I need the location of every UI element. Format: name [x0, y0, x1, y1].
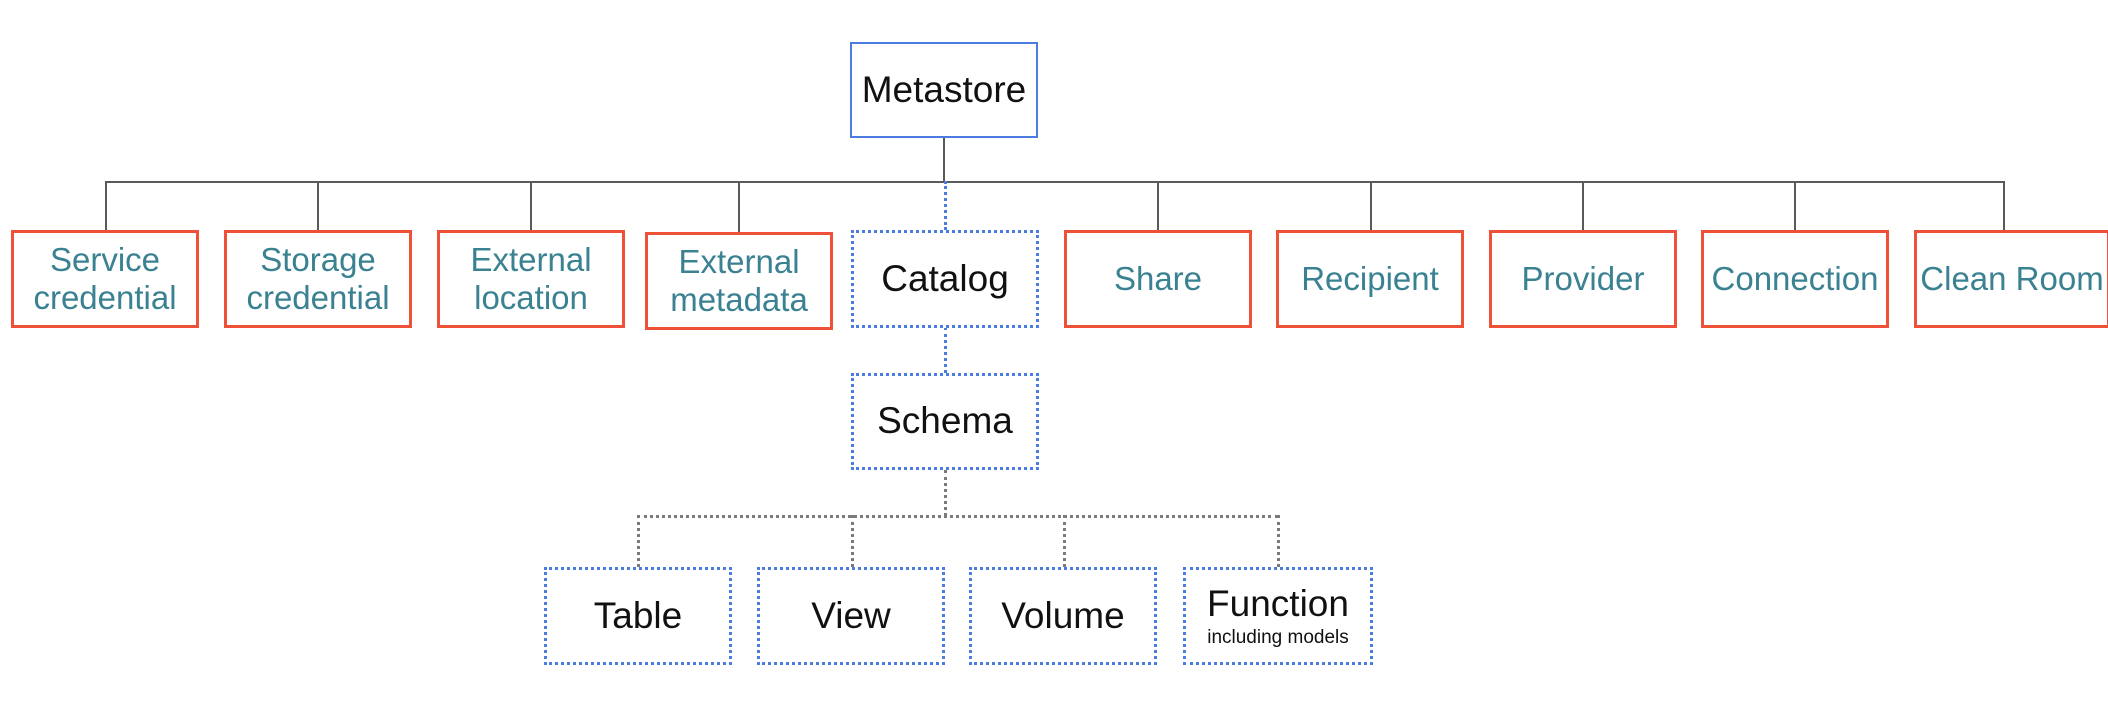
- node-view[interactable]: View: [757, 567, 945, 665]
- node-function[interactable]: Function including models: [1183, 567, 1373, 665]
- node-recipient-label: Recipient: [1301, 259, 1439, 297]
- node-catalog-label: Catalog: [881, 257, 1009, 299]
- connector-catalog-to-schema: [944, 327, 947, 373]
- connector-drop-connection: [1794, 181, 1796, 230]
- node-function-label: Function: [1207, 582, 1349, 624]
- connector-drop-view: [851, 515, 854, 567]
- node-recipient[interactable]: Recipient: [1276, 230, 1464, 328]
- node-schema-label: Schema: [877, 400, 1013, 442]
- node-service-credential-label: Service credential: [33, 240, 177, 316]
- node-clean-room[interactable]: Clean Room: [1914, 230, 2108, 328]
- connector-drop-share: [1157, 181, 1159, 230]
- node-catalog[interactable]: Catalog: [851, 230, 1039, 328]
- node-clean-room-label: Clean Room: [1920, 259, 2104, 297]
- node-table-label: Table: [593, 594, 683, 636]
- connector-drop-external-location: [530, 181, 532, 230]
- node-schema[interactable]: Schema: [851, 373, 1039, 470]
- node-metastore[interactable]: Metastore: [850, 42, 1038, 138]
- connector-drop-external-metadata: [738, 181, 740, 232]
- connector-drop-provider: [1582, 181, 1584, 230]
- node-external-metadata[interactable]: External metadata: [645, 232, 833, 330]
- node-external-metadata-label: External metadata: [670, 242, 808, 318]
- connector-metastore-stem: [943, 138, 945, 182]
- node-volume[interactable]: Volume: [969, 567, 1157, 665]
- node-view-label: View: [811, 594, 891, 636]
- node-storage-credential[interactable]: Storage credential: [224, 230, 412, 328]
- node-share[interactable]: Share: [1064, 230, 1252, 328]
- connector-drop-recipient: [1370, 181, 1372, 230]
- node-provider-label: Provider: [1521, 259, 1645, 297]
- node-share-label: Share: [1113, 259, 1203, 297]
- connector-level4-bus: [637, 515, 1278, 518]
- node-provider[interactable]: Provider: [1489, 230, 1677, 328]
- node-table[interactable]: Table: [544, 567, 732, 665]
- connector-drop-function: [1277, 515, 1280, 567]
- node-connection-label: Connection: [1711, 259, 1879, 297]
- node-connection[interactable]: Connection: [1701, 230, 1889, 328]
- connector-drop-service-credential: [105, 181, 107, 230]
- connector-drop-table: [637, 515, 640, 567]
- node-external-location[interactable]: External location: [437, 230, 625, 328]
- connector-drop-clean-room: [2003, 181, 2005, 230]
- connector-level2-bus: [105, 181, 2004, 183]
- connector-drop-storage-credential: [317, 181, 319, 230]
- node-volume-label: Volume: [1001, 594, 1125, 636]
- node-function-sublabel: including models: [1207, 626, 1349, 648]
- node-metastore-label: Metastore: [861, 68, 1027, 110]
- connector-schema-stem: [944, 470, 947, 516]
- node-external-location-label: External location: [470, 240, 592, 316]
- connector-drop-catalog: [944, 181, 947, 230]
- node-storage-credential-label: Storage credential: [246, 240, 390, 316]
- connector-drop-volume: [1063, 515, 1066, 567]
- node-service-credential[interactable]: Service credential: [11, 230, 199, 328]
